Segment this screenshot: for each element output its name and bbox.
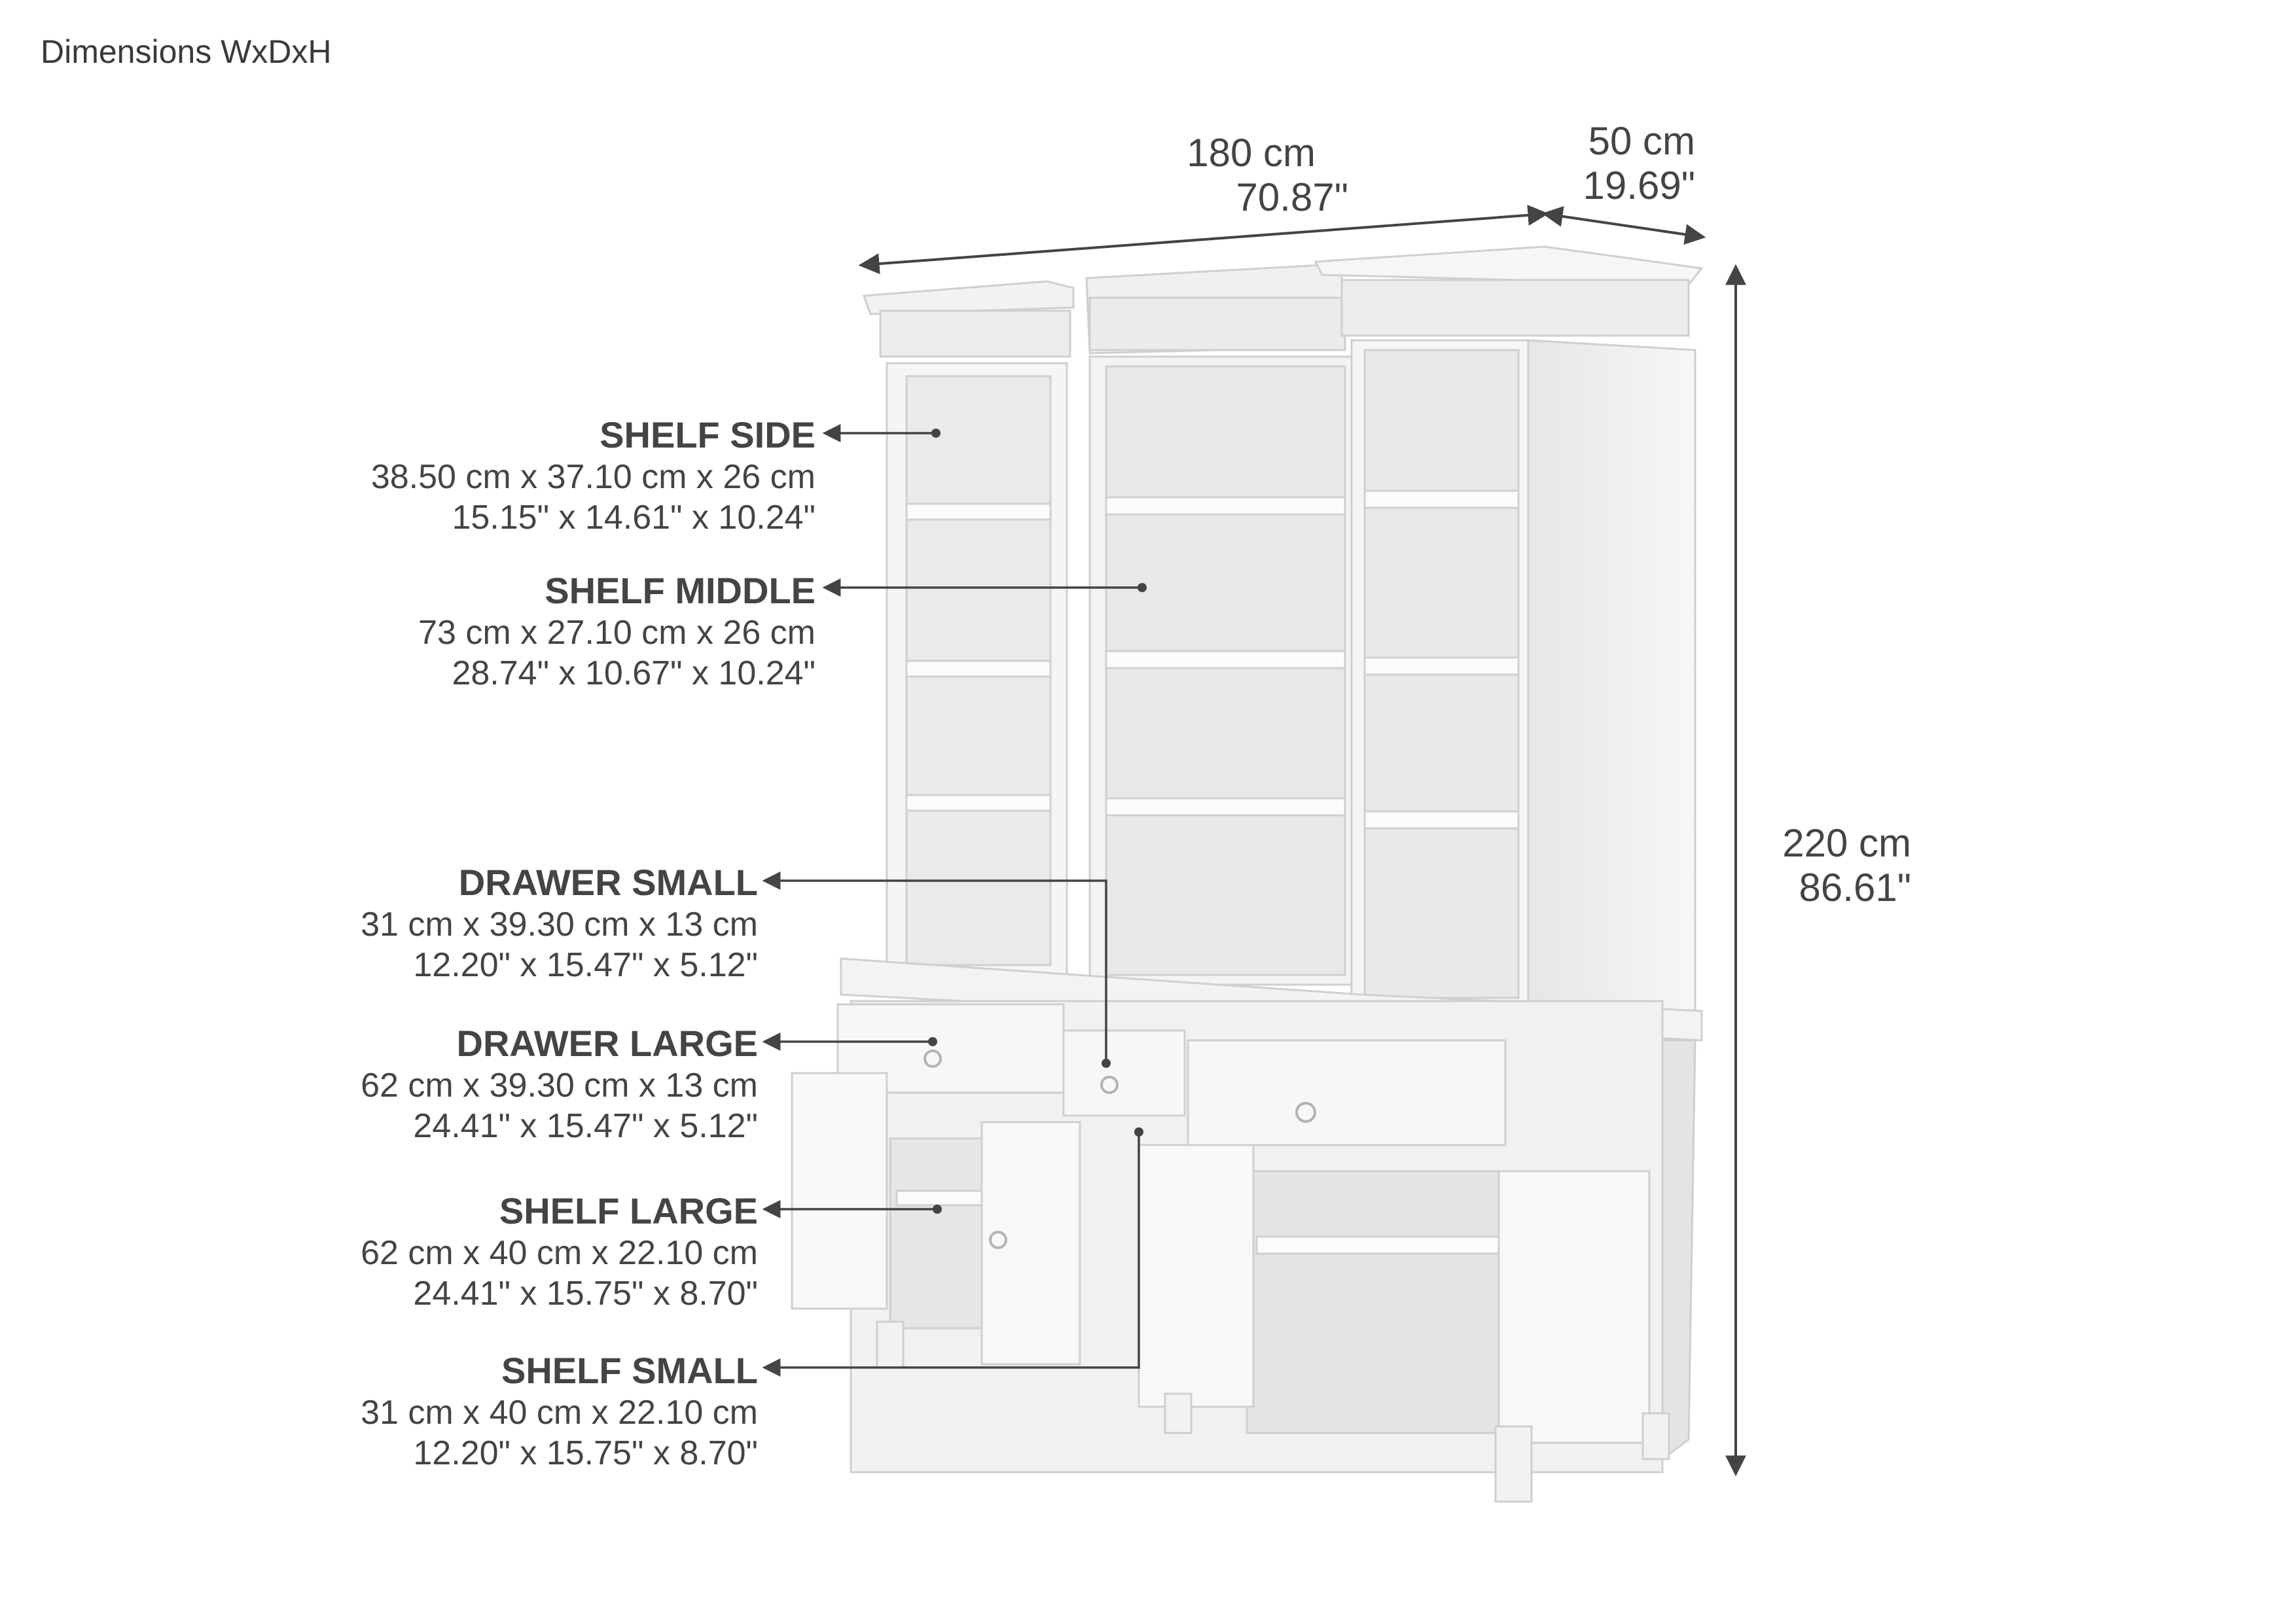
callout-name: SHELF SIDE <box>600 414 816 455</box>
callout-cm: 62 cm x 40 cm x 22.10 cm <box>361 1234 758 1272</box>
upper-hutch <box>862 245 1704 1012</box>
width-arrow <box>858 204 1549 275</box>
callout-cm: 31 cm x 39.30 cm x 13 cm <box>361 906 758 944</box>
door <box>980 1121 1081 1366</box>
height-cm: 220 cm <box>1782 821 1911 865</box>
leg <box>876 1320 905 1369</box>
leader-drawer-small <box>762 872 1111 1068</box>
callout-cm: 38.50 cm x 37.10 cm x 26 cm <box>370 458 816 496</box>
handle-icon <box>1100 1076 1119 1094</box>
height-label: 220 cm 86.61" <box>1702 821 1911 910</box>
callout-leaders <box>762 424 1147 1377</box>
shelf <box>905 660 1052 678</box>
callout-cm: 62 cm x 39.30 cm x 13 cm <box>361 1067 758 1104</box>
callout-inch: 12.20" x 15.47" x 5.12" <box>413 946 758 984</box>
leader-shelf-small <box>762 1127 1143 1377</box>
width-cm: 180 cm <box>1187 131 1316 175</box>
depth-arrow <box>1541 205 1706 245</box>
shelf <box>1363 656 1520 676</box>
door <box>1498 1170 1651 1444</box>
height-inch: 86.61" <box>1799 866 1911 909</box>
callout-drawer-small: DRAWER SMALL 31 cm x 39.30 cm x 13 cm 12… <box>361 861 758 985</box>
callout-shelf-side: SHELF SIDE 38.50 cm x 37.10 cm x 26 cm 1… <box>371 414 816 538</box>
callout-name: DRAWER SMALL <box>458 862 758 903</box>
callout-inch: 12.20" x 15.75" x 8.70" <box>413 1434 758 1472</box>
callout-cm: 73 cm x 27.10 cm x 26 cm <box>418 614 816 652</box>
frieze-middle <box>1088 296 1346 351</box>
crown-left <box>862 280 1075 315</box>
callout-drawer-large: DRAWER LARGE 62 cm x 39.30 cm x 13 cm 24… <box>361 1022 758 1146</box>
cabinet-interior-right <box>1246 1170 1510 1434</box>
upper-shelves <box>905 489 1520 830</box>
frieze-left <box>879 309 1071 358</box>
shelf <box>1255 1235 1500 1255</box>
callout-inch: 15.15" x 14.61" x 10.24" <box>452 499 816 537</box>
depth-inch: 19.69" <box>1583 164 1695 207</box>
shelf <box>905 794 1052 812</box>
shelf <box>1105 496 1346 516</box>
drawer-large-right <box>1187 1039 1507 1146</box>
depth-cm: 50 cm <box>1588 119 1695 163</box>
callout-name: DRAWER LARGE <box>456 1023 758 1064</box>
dimension-arrows <box>858 204 1746 1477</box>
callout-shelf-small: SHELF SMALL 31 cm x 40 cm x 22.10 cm 12.… <box>361 1349 758 1474</box>
callout-inch: 24.41" x 15.47" x 5.12" <box>413 1107 758 1145</box>
callout-shelf-middle: SHELF MIDDLE 73 cm x 27.10 cm x 26 cm 28… <box>418 569 816 694</box>
shelf <box>1363 489 1520 509</box>
middle-interior <box>1105 365 1346 976</box>
callout-name: SHELF LARGE <box>499 1190 758 1231</box>
shelf <box>1363 810 1520 830</box>
page-title: Dimensions WxDxH <box>41 33 332 70</box>
crown-right <box>1314 245 1704 286</box>
callout-name: SHELF MIDDLE <box>545 570 816 611</box>
sideboard-side <box>1661 1039 1696 1461</box>
callout-cm: 31 cm x 40 cm x 22.10 cm <box>361 1394 758 1432</box>
lower-sideboard <box>791 957 1703 1503</box>
leg <box>1164 1392 1193 1434</box>
leg <box>1641 1412 1670 1460</box>
callout-inch: 28.74" x 10.67" x 10.24" <box>452 654 816 692</box>
door <box>791 1072 888 1310</box>
shelf <box>1105 650 1346 669</box>
frieze-right <box>1340 279 1690 337</box>
callout-shelf-large: SHELF LARGE 62 cm x 40 cm x 22.10 cm 24.… <box>361 1190 758 1314</box>
callout-name: SHELF SMALL <box>501 1350 758 1391</box>
callout-inch: 24.41" x 15.75" x 8.70" <box>413 1275 758 1313</box>
shelf <box>1105 797 1346 817</box>
handle-icon <box>1295 1102 1316 1123</box>
depth-label: 50 cm 19.69" <box>1466 119 1695 208</box>
right-tower-side <box>1527 339 1696 1012</box>
shelf <box>905 503 1052 521</box>
leg <box>1494 1425 1533 1503</box>
door <box>1138 1144 1255 1408</box>
drawer-small <box>1062 1029 1186 1117</box>
